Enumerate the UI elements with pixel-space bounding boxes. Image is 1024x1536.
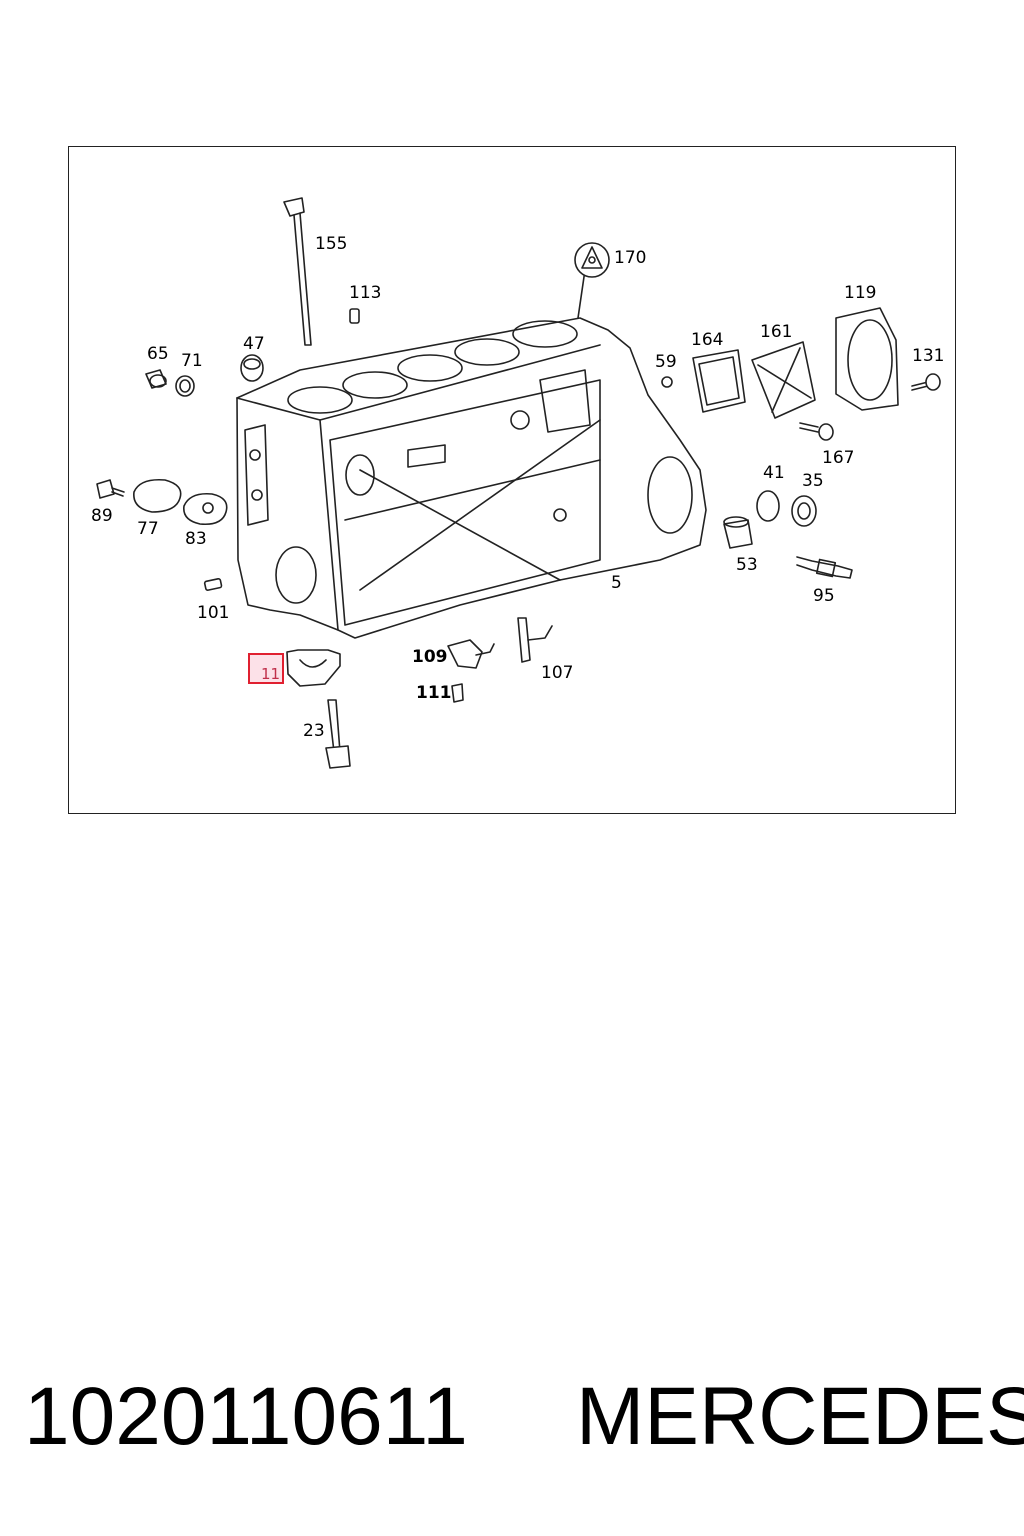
part-167-bolt: [799, 422, 834, 441]
callout-167: 167: [822, 448, 855, 468]
part-23-bolt: [325, 699, 351, 769]
part-109-sensor: [447, 639, 495, 669]
part-47-plug: [240, 354, 264, 382]
callout-5: 5: [611, 573, 622, 593]
callout-107: 107: [541, 663, 574, 683]
part-41-ring: [756, 490, 780, 522]
diagram-frame: [68, 146, 956, 814]
callout-131: 131: [912, 346, 945, 366]
part-number: 1020110611: [24, 1371, 468, 1462]
callout-155: 155: [315, 234, 348, 254]
part-53-sleeve: [723, 516, 753, 549]
part-164-gasket: [692, 349, 746, 413]
callout-164: 164: [691, 330, 724, 350]
part-11-bearing-cap: [286, 649, 341, 687]
callout-65: 65: [147, 344, 169, 364]
part-59-ring: [661, 376, 673, 388]
leader-170: [577, 269, 586, 319]
callout-11: 11: [261, 665, 281, 683]
callout-111: 111: [416, 683, 452, 703]
part-107-sensor: [517, 617, 553, 663]
part-71-seal: [175, 375, 195, 397]
callout-161: 161: [760, 322, 793, 342]
callout-71: 71: [181, 351, 203, 371]
part-95-sensor: [796, 556, 853, 579]
callout-170: 170: [614, 248, 647, 268]
part-65-plug: [145, 369, 167, 389]
footer: 1020110611 MERCEDES: [0, 1372, 1024, 1462]
callout-47: 47: [243, 334, 265, 354]
part-161-cover: [751, 341, 816, 419]
callout-83: 83: [185, 529, 207, 549]
part-111-screw: [451, 683, 464, 703]
callout-59: 59: [655, 352, 677, 372]
callout-41: 41: [763, 463, 785, 483]
part-119-cover: [835, 307, 899, 411]
callout-109: 109: [412, 647, 448, 667]
part-101-dowel: [203, 577, 223, 591]
callout-11-highlight[interactable]: 11: [248, 653, 284, 684]
part-77-cover: [133, 478, 182, 513]
part-170-plug: [574, 242, 610, 278]
callout-89: 89: [91, 506, 113, 526]
callout-77: 77: [137, 519, 159, 539]
callout-119: 119: [844, 283, 877, 303]
callout-35: 35: [802, 471, 824, 491]
part-35-seal: [791, 495, 817, 527]
part-83-gasket: [183, 492, 228, 526]
part-131-bolt: [911, 373, 941, 391]
callout-101: 101: [197, 603, 230, 623]
callout-95: 95: [813, 586, 835, 606]
callout-23: 23: [303, 721, 325, 741]
brand-name: MERCEDES: [576, 1371, 1024, 1462]
engine-block: [236, 317, 707, 639]
part-89-screw: [96, 479, 125, 499]
part-155-bolt: [283, 197, 312, 346]
callout-53: 53: [736, 555, 758, 575]
callout-113: 113: [349, 283, 382, 303]
part-113-dowel: [349, 308, 360, 324]
